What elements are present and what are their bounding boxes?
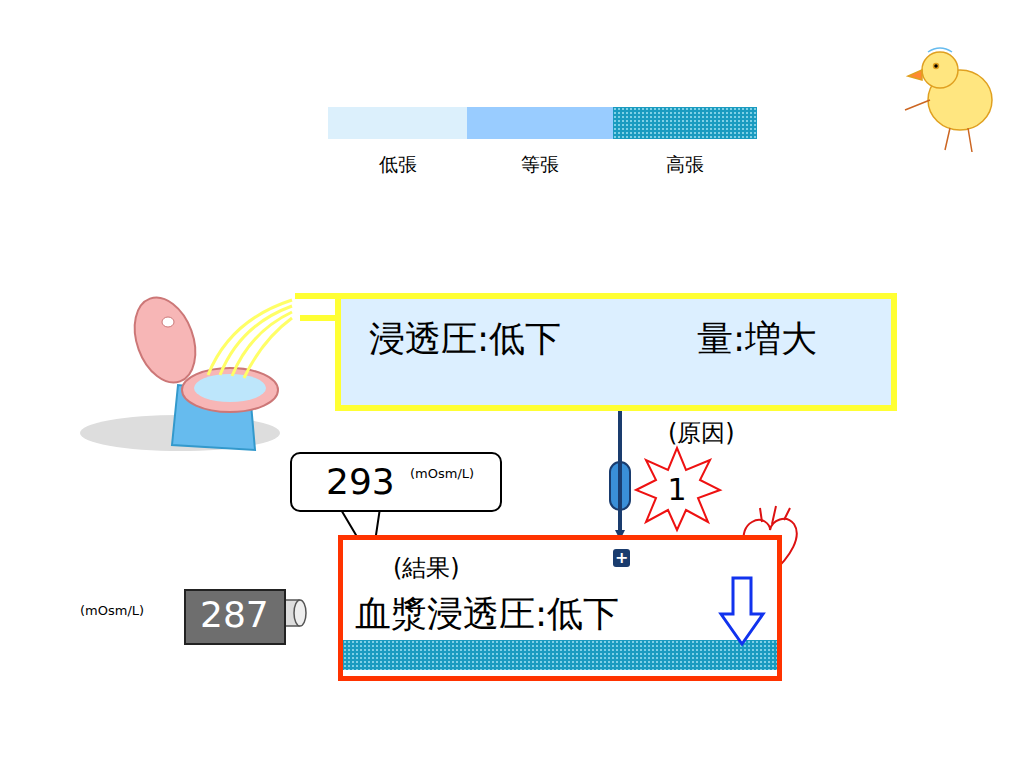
result-box: (結果) 血漿浸透圧:低下 <box>338 535 782 681</box>
node-text: (結果) <box>393 554 460 583</box>
plus-sign: + <box>613 549 630 567</box>
legend-swatch <box>613 107 757 139</box>
meter-knob-end <box>294 600 306 626</box>
leader-bracket <box>295 296 340 318</box>
node-text: 血漿浸透圧:低下 <box>355 592 619 635</box>
legend-swatch <box>467 107 613 139</box>
speech-bubble: 293 (mOsm/L) <box>290 452 502 512</box>
meter-display: 287 <box>184 589 286 645</box>
down-arrow <box>717 576 767 648</box>
connector <box>618 411 622 535</box>
node-text: 浸透圧:低下 <box>369 317 561 360</box>
cause-box: 浸透圧:低下 量:増大 <box>335 293 897 411</box>
legend-text: 等張 <box>521 152 559 178</box>
duck-icon <box>905 48 992 152</box>
legend-text: 低張 <box>379 152 417 178</box>
hypertonic-band <box>343 640 777 670</box>
toilet-icon <box>80 289 292 451</box>
cause-label: (原因) <box>668 420 735 446</box>
node-text: 287 <box>200 593 269 636</box>
unit-label: (mOsm/L) <box>80 604 144 618</box>
legend-swatch <box>328 107 467 139</box>
node-text: 293 <box>326 460 395 503</box>
node-text: 量:増大 <box>697 317 817 360</box>
node-text: (mOsm/L) <box>410 466 474 482</box>
starburst <box>636 448 720 530</box>
legend-text: 高張 <box>666 152 704 178</box>
callout-number: 1 <box>667 473 686 506</box>
